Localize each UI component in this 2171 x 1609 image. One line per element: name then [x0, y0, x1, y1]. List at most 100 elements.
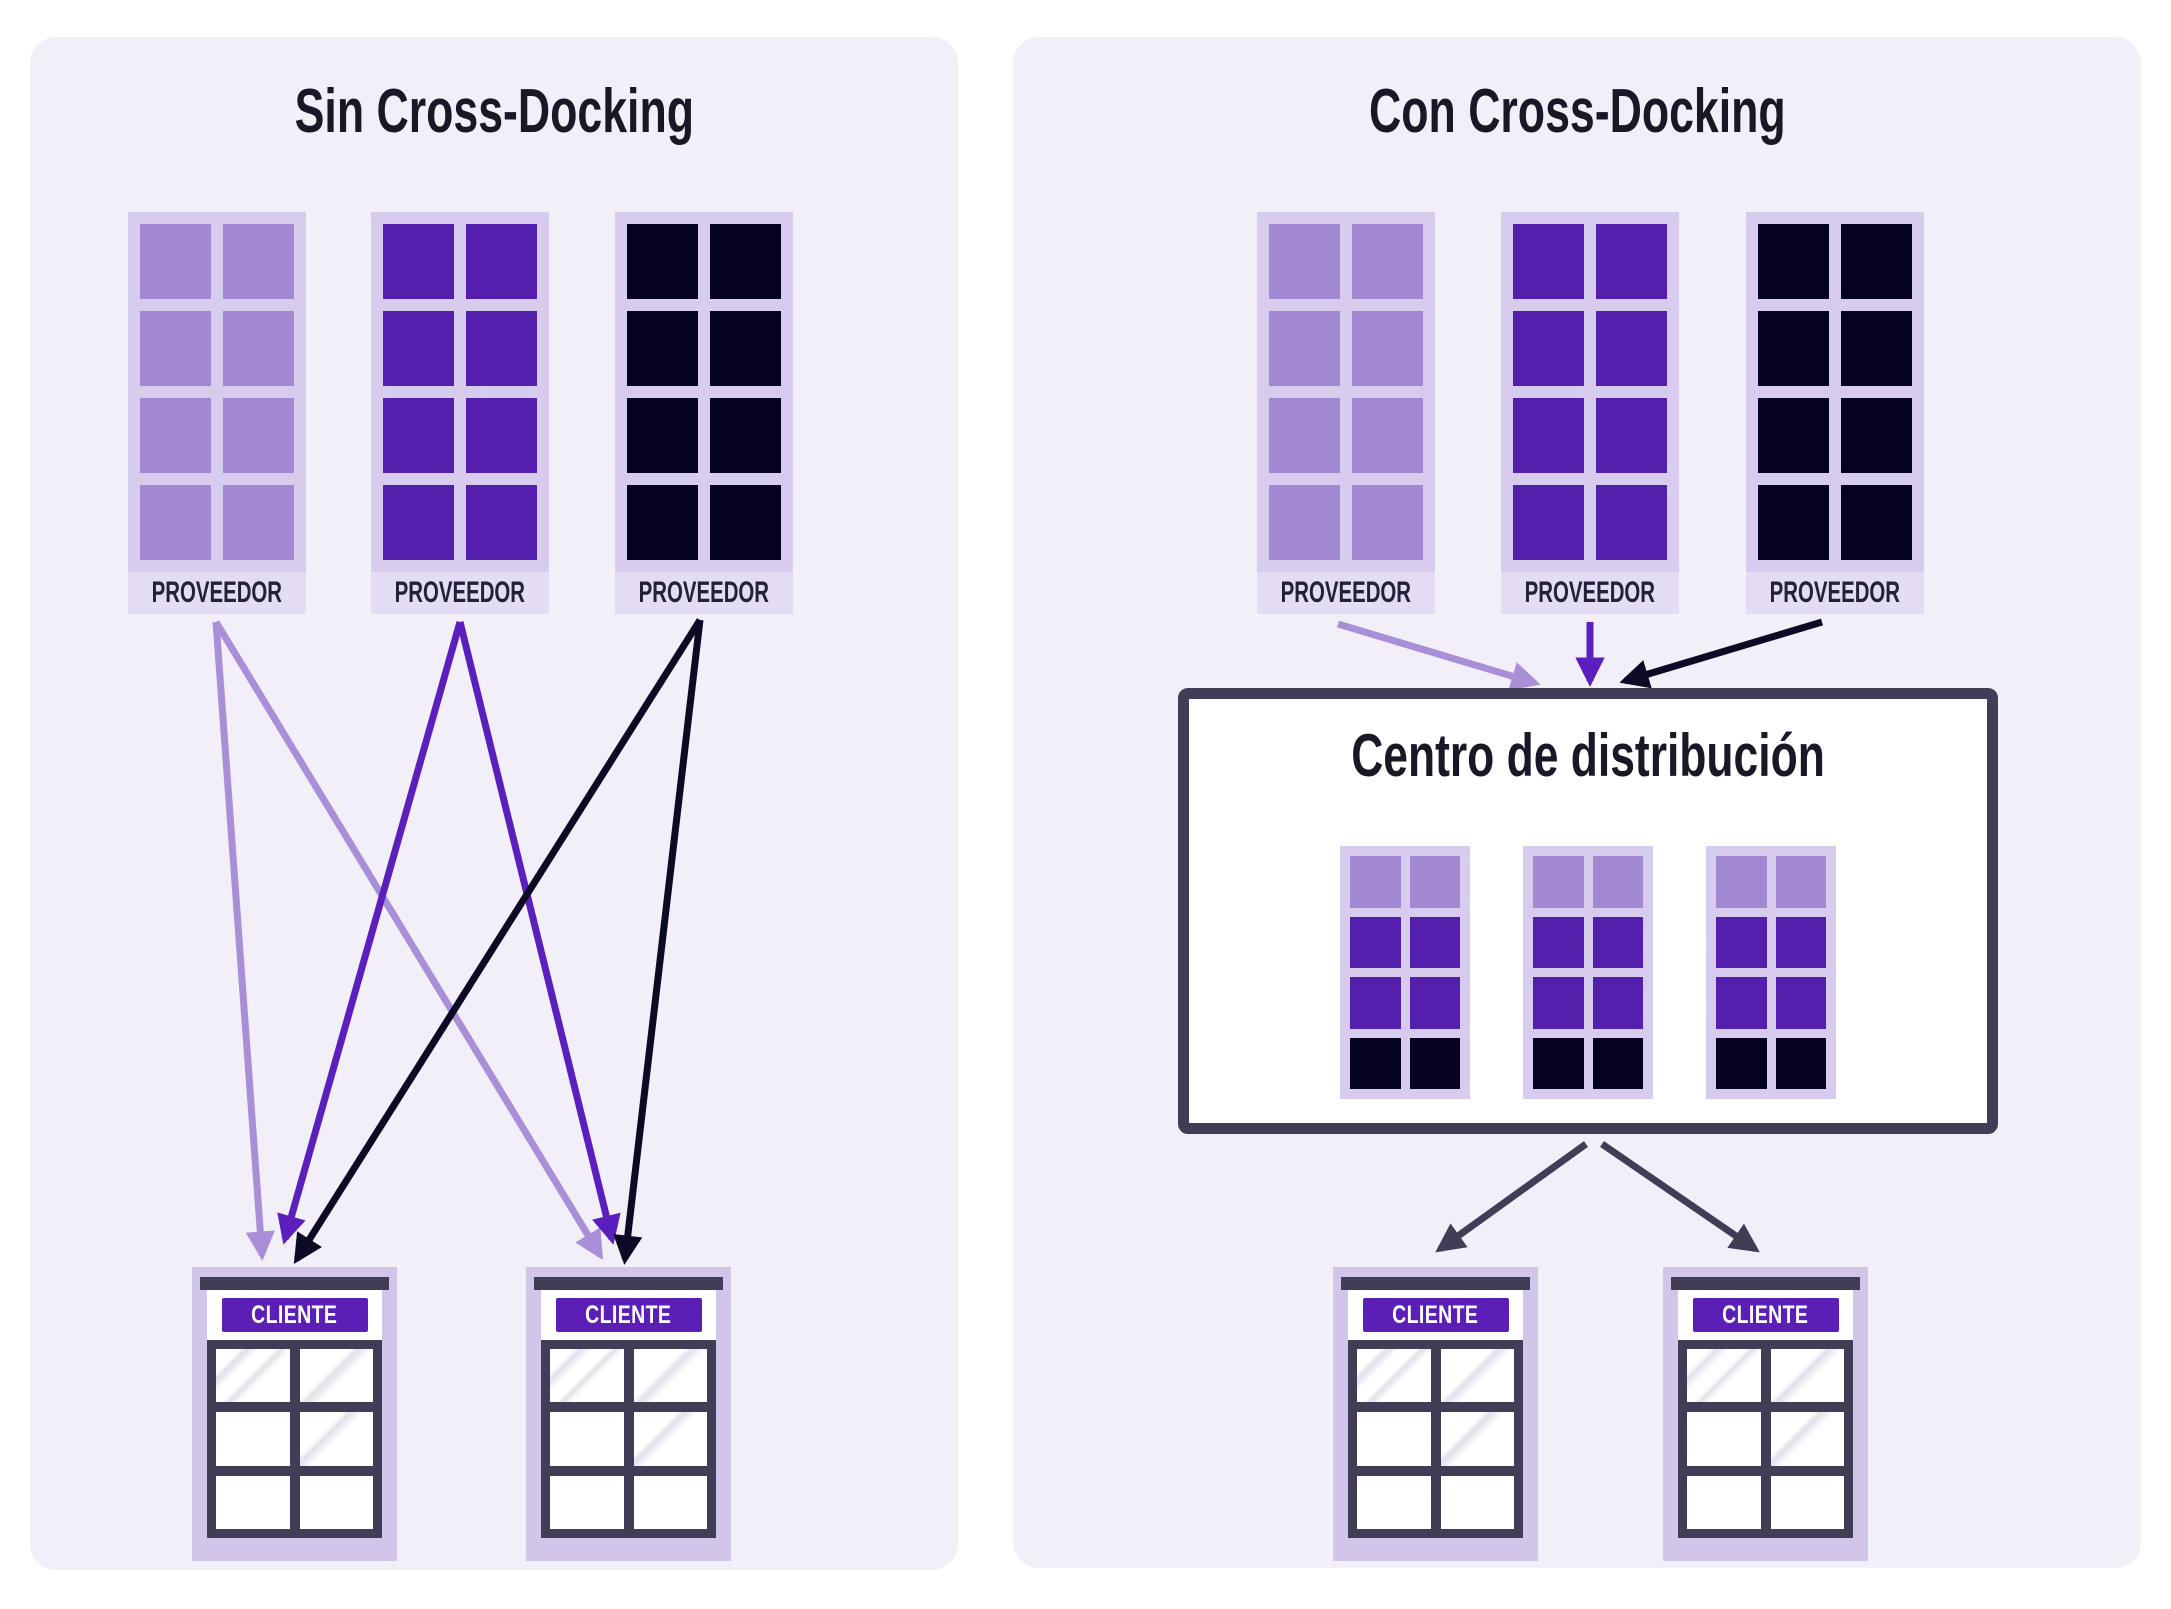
client-badge-text: CLIENTE — [1722, 1300, 1809, 1329]
mixed-pallet — [1706, 846, 1836, 1099]
window-pane — [550, 1349, 624, 1403]
store-window — [1348, 1340, 1523, 1538]
goods-square-light — [1352, 398, 1423, 473]
arrow-supplier2-client1 — [277, 621, 464, 1245]
client-store: CLIENTE — [1333, 1267, 1538, 1561]
window-pane — [216, 1412, 290, 1466]
goods-square-medium — [1513, 485, 1584, 560]
client-store: CLIENTE — [192, 1267, 397, 1561]
goods-square-dark — [1841, 224, 1912, 299]
goods-square-light — [140, 398, 211, 473]
goods-square-light — [223, 224, 294, 299]
goods-square-light — [1716, 856, 1767, 908]
goods-square-light — [1409, 856, 1460, 908]
supplier-label: PROVEEDOR — [371, 572, 549, 614]
goods-square-medium — [466, 485, 537, 560]
client-badge: CLIENTE — [221, 1298, 368, 1332]
goods-square-light — [223, 311, 294, 386]
goods-square-medium — [1596, 224, 1667, 299]
store-sign-board: CLIENTE — [541, 1290, 716, 1340]
goods-square-dark — [627, 485, 698, 560]
window-pane — [633, 1475, 707, 1529]
supplier-label: PROVEEDOR — [615, 572, 793, 614]
store-roof — [534, 1277, 723, 1290]
store-roof — [1341, 1277, 1530, 1290]
goods-square-medium — [383, 311, 454, 386]
goods-square-medium — [1533, 916, 1584, 968]
supplier-label-text: PROVEEDOR — [1280, 576, 1412, 609]
client-badge: CLIENTE — [1692, 1298, 1839, 1332]
window-pane — [633, 1412, 707, 1466]
client-badge-text: CLIENTE — [585, 1300, 672, 1329]
window-pane — [216, 1475, 290, 1529]
window-pane — [633, 1349, 707, 1403]
window-pane — [1687, 1412, 1761, 1466]
supplier-goods-grid — [615, 212, 793, 572]
goods-square-medium — [466, 398, 537, 473]
store-roof — [200, 1277, 389, 1290]
goods-square-medium — [1350, 916, 1401, 968]
goods-square-medium — [1592, 916, 1643, 968]
window-pane — [299, 1412, 373, 1466]
arrow-supplier1-client1 — [212, 621, 275, 1261]
supplier-pallet: PROVEEDOR — [128, 212, 306, 614]
arrow-center-client2 — [1600, 1141, 1760, 1253]
goods-square-light — [1352, 485, 1423, 560]
supplier-goods-grid — [1501, 212, 1679, 572]
arrow-supplier3-client1 — [293, 618, 703, 1264]
window-pane — [1770, 1475, 1844, 1529]
goods-square-dark — [1841, 398, 1912, 473]
panel-con-cross-docking: Con Cross-Docking PROVEEDOR PROVEEDOR PR… — [1013, 37, 2141, 1568]
goods-square-medium — [1775, 977, 1826, 1029]
goods-square-medium — [1513, 224, 1584, 299]
supplier-label-text: PROVEEDOR — [151, 576, 283, 609]
panel-title-right-text: Con Cross-Docking — [1368, 77, 1786, 146]
distribution-center-title: Centro de distribución — [1189, 723, 1987, 789]
goods-square-dark — [1758, 485, 1829, 560]
supplier-label-text: PROVEEDOR — [394, 576, 526, 609]
arrow-supplier3-client2 — [613, 619, 704, 1265]
goods-square-medium — [1533, 977, 1584, 1029]
goods-square-light — [1350, 856, 1401, 908]
goods-square-medium — [1596, 311, 1667, 386]
goods-square-dark — [1841, 311, 1912, 386]
window-pane — [550, 1412, 624, 1466]
window-pane — [1357, 1412, 1431, 1466]
goods-square-light — [140, 224, 211, 299]
supplier-label-text: PROVEEDOR — [638, 576, 770, 609]
store-window — [1678, 1340, 1853, 1538]
goods-square-dark — [710, 224, 781, 299]
supplier-goods-grid — [371, 212, 549, 572]
goods-square-dark — [710, 311, 781, 386]
client-badge: CLIENTE — [1362, 1298, 1509, 1332]
store-sign-board: CLIENTE — [207, 1290, 382, 1340]
window-pane — [1687, 1475, 1761, 1529]
goods-square-light — [1533, 856, 1584, 908]
goods-square-light — [1269, 224, 1340, 299]
goods-square-dark — [1592, 1037, 1643, 1089]
goods-square-dark — [627, 224, 698, 299]
goods-square-medium — [1409, 916, 1460, 968]
goods-square-dark — [1758, 224, 1829, 299]
arrow-supplier1-client2 — [213, 620, 604, 1261]
mixed-pallet — [1523, 846, 1653, 1099]
goods-square-medium — [1409, 977, 1460, 1029]
distribution-center-title-text: Centro de distribución — [1351, 722, 1825, 789]
goods-square-light — [1269, 398, 1340, 473]
store-window — [541, 1340, 716, 1538]
goods-square-dark — [1350, 1037, 1401, 1089]
goods-square-light — [1775, 856, 1826, 908]
goods-square-medium — [1513, 311, 1584, 386]
mixed-pallet-row — [1189, 846, 1987, 1099]
panel-title-left: Sin Cross-Docking — [30, 77, 958, 147]
goods-square-light — [1269, 311, 1340, 386]
supplier-pallet: PROVEEDOR — [1746, 212, 1924, 614]
window-pane — [1440, 1475, 1514, 1529]
panel-title-right: Con Cross-Docking — [1013, 77, 2141, 147]
goods-square-dark — [1758, 398, 1829, 473]
goods-square-medium — [383, 398, 454, 473]
arrow-supplier1-center — [1336, 620, 1541, 691]
window-pane — [299, 1349, 373, 1403]
supplier-pallet: PROVEEDOR — [371, 212, 549, 614]
mixed-pallet — [1340, 846, 1470, 1099]
